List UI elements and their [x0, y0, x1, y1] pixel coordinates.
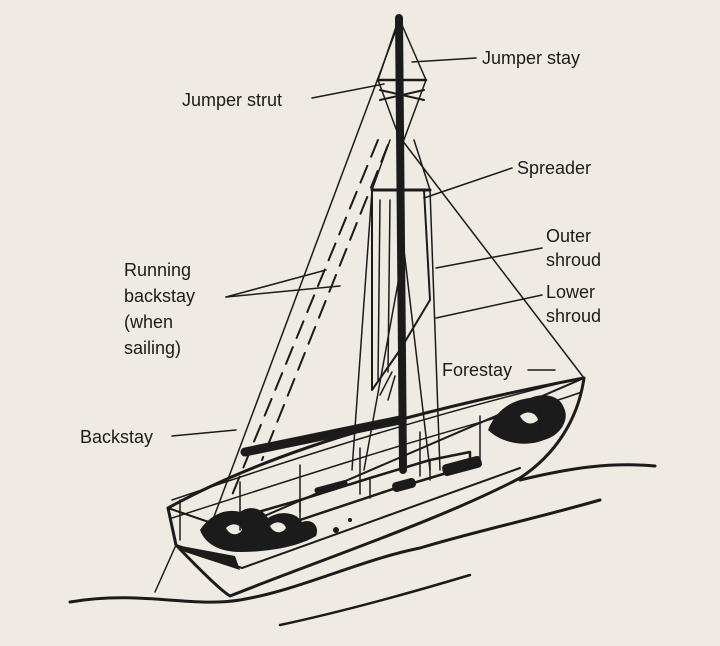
label-running-backstay-line3: (when	[124, 312, 173, 332]
label-outer-shroud-line1: Outer	[546, 226, 591, 246]
label-spreader: Spreader	[517, 158, 591, 178]
standing-rigging	[154, 21, 585, 593]
label-lower-shroud-line1: Lower	[546, 282, 595, 302]
mast	[395, 14, 407, 474]
label-running-backstay-line2: backstay	[124, 286, 195, 306]
label-running-backstay-line1: Running	[124, 260, 191, 280]
label-forestay: Forestay	[442, 360, 512, 380]
leader-lines	[171, 57, 556, 437]
boom	[240, 371, 405, 457]
label-outer-shroud-line2: shroud	[546, 250, 601, 270]
label-jumper-strut: Jumper strut	[182, 90, 282, 110]
label-running-backstay-line4: sailing)	[124, 338, 181, 358]
label-lower-shroud-line2: shroud	[546, 306, 601, 326]
deck-details	[200, 395, 566, 552]
label-jumper-stay: Jumper stay	[482, 48, 580, 68]
labels: Jumper stay Jumper strut Spreader Outer …	[80, 48, 601, 447]
lifelines	[171, 377, 583, 541]
running-backstays	[229, 139, 389, 501]
water-waves	[68, 463, 657, 627]
label-backstay: Backstay	[80, 427, 153, 447]
